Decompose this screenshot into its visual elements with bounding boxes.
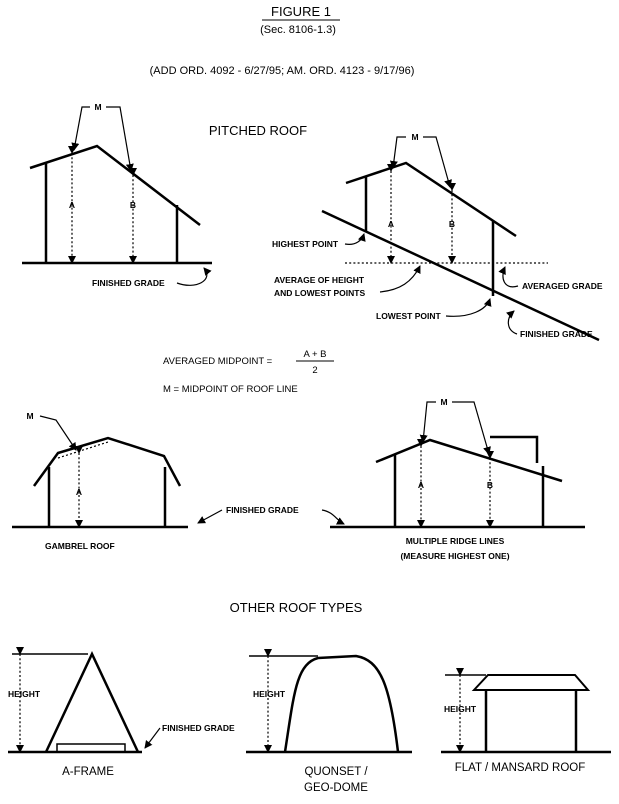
quonset-caption-line2: GEO-DOME	[304, 782, 368, 794]
finished-grade-label: FINISHED GRADE	[162, 723, 235, 733]
height-label: HEIGHT	[253, 689, 286, 699]
mansard-roof	[471, 674, 591, 691]
flat-mansard-caption: FLAT / MANSARD ROOF	[455, 762, 586, 774]
averaged-midpoint-formula: AVERAGED MIDPOINT = A + B 2 M = MIDPOINT…	[163, 349, 334, 395]
label-b: B	[449, 219, 455, 229]
lowest-point-label: LOWEST POINT	[376, 311, 442, 321]
label-b: B	[487, 480, 493, 490]
roof-line	[345, 161, 517, 238]
m-leader-b	[423, 136, 452, 188]
multiple-caption-line2: (MEASURE HIGHEST ONE)	[400, 551, 509, 561]
m-leader-b	[106, 106, 134, 172]
figure-title: FIGURE 1	[271, 4, 331, 19]
quonset-caption-line1: QUONSET /	[304, 766, 368, 778]
a-frame-outline	[44, 651, 140, 753]
midpoint-definition: M = MIDPOINT OF ROOF LINE	[163, 384, 298, 395]
average-points-label-line2: AND LOWEST POINTS	[274, 288, 365, 298]
roof-line	[32, 436, 182, 487]
height-label: HEIGHT	[8, 689, 41, 699]
midpoint-chord	[57, 441, 109, 459]
roof-line	[29, 144, 201, 226]
label-a: A	[69, 200, 75, 210]
gambrel-roof-diagram: A M GAMBREL ROOF	[12, 411, 188, 551]
multiple-caption-line1: MULTIPLE RIDGE LINES	[406, 536, 505, 546]
lower-ridge-line	[490, 435, 539, 463]
height-label: HEIGHT	[444, 704, 477, 714]
label-m: M	[26, 411, 33, 421]
middle-finished-grade: FINISHED GRADE	[197, 505, 345, 525]
other-roof-types-heading: OTHER ROOF TYPES	[230, 600, 363, 615]
average-points-leader	[379, 265, 421, 293]
pitched-roof-left-diagram: A B M FINISHED GRADE	[22, 102, 212, 288]
gambrel-caption: GAMBREL ROOF	[45, 541, 115, 551]
a-frame-diagram: HEIGHT FINISHED GRADE A-FRAME	[8, 647, 235, 778]
lowest-point-leader	[445, 298, 492, 317]
m-leader-b	[452, 401, 491, 455]
highest-point-label: HIGHEST POINT	[272, 239, 339, 249]
finished-grade-arrow	[144, 727, 161, 749]
finished-grade-arrow-right	[321, 509, 345, 525]
m-leader	[39, 415, 77, 451]
main-roof-line	[375, 438, 563, 483]
label-a: A	[418, 480, 424, 490]
label-a: A	[76, 487, 82, 497]
flat-mansard-diagram: HEIGHT FLAT / MANSARD ROOF	[441, 668, 611, 774]
label-m: M	[440, 397, 447, 407]
finished-grade-arrow-left	[197, 509, 223, 524]
formula-numerator: A + B	[304, 349, 327, 360]
formula-lhs: AVERAGED MIDPOINT =	[163, 356, 273, 367]
highest-point-leader	[344, 233, 366, 245]
quonset-diagram: HEIGHT QUONSET / GEO-DOME	[246, 649, 412, 794]
finished-grade-leader	[176, 267, 212, 286]
formula-denominator: 2	[312, 365, 317, 376]
ordinance-reference: (ADD ORD. 4092 - 6/27/95; AM. ORD. 4123 …	[150, 65, 415, 77]
quonset-outline	[283, 654, 400, 753]
finished-grade-label: FINISHED GRADE	[226, 505, 299, 515]
label-b: B	[130, 200, 136, 210]
averaged-grade-leader	[498, 266, 519, 288]
pitched-roof-heading: PITCHED ROOF	[209, 123, 307, 138]
multiple-ridge-diagram: A B M MULTIPLE RIDGE LINES (MEASURE HIGH…	[330, 397, 585, 561]
finished-grade-leader	[506, 310, 518, 335]
a-frame-base-box	[56, 743, 126, 753]
m-leader-a	[419, 401, 436, 443]
label-m: M	[94, 102, 101, 112]
averaged-grade-label: AVERAGED GRADE	[522, 281, 603, 291]
label-m: M	[411, 132, 418, 142]
section-reference: (Sec. 8106-1.3)	[260, 24, 336, 36]
label-a: A	[388, 219, 394, 229]
finished-grade-label: FINISHED GRADE	[92, 278, 165, 288]
m-leader-a	[389, 136, 406, 169]
sloped-grade-line	[321, 209, 600, 342]
finished-grade-label: FINISHED GRADE	[520, 329, 593, 339]
pitched-roof-right-diagram: A B M HIGHEST POINT AVERAGE OF HEIGHT AN…	[272, 132, 603, 342]
m-leader-a	[71, 106, 90, 151]
a-frame-caption: A-FRAME	[62, 766, 114, 778]
average-points-label-line1: AVERAGE OF HEIGHT	[274, 275, 365, 285]
